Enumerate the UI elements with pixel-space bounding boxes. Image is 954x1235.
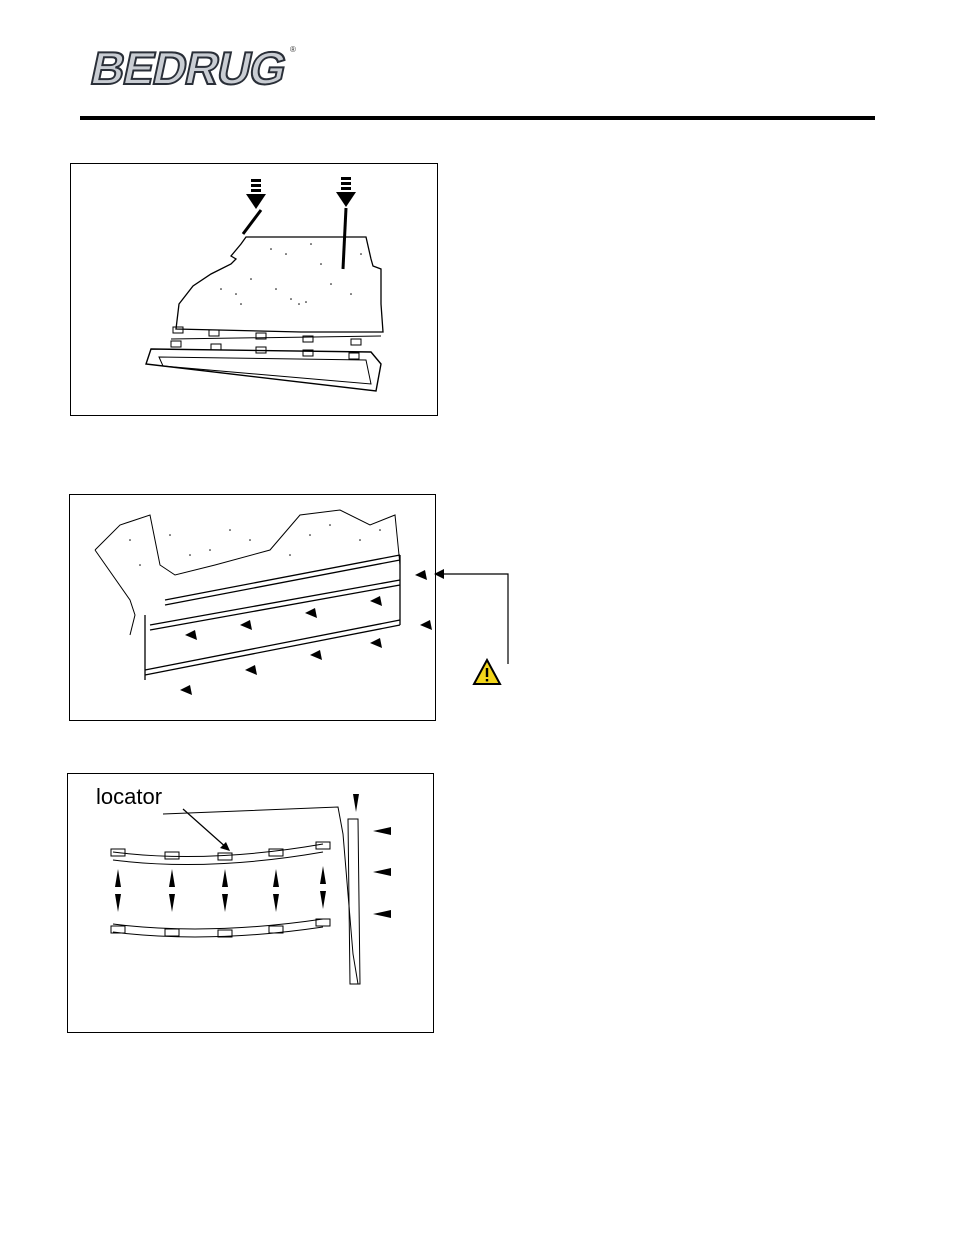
svg-text:BEDRUG: BEDRUG xyxy=(87,42,291,93)
locator-clip-figure: locator xyxy=(67,773,434,1033)
bedrug-logo: BEDRUG ® xyxy=(80,40,305,95)
svg-text:®: ® xyxy=(290,45,296,54)
warning-triangle-icon xyxy=(472,658,502,686)
locator-label: locator xyxy=(96,784,162,810)
header-rule xyxy=(80,116,875,120)
bedliner-front-wall-clip-figure xyxy=(69,494,436,721)
bedliner-floor-installation-figure xyxy=(70,163,438,416)
